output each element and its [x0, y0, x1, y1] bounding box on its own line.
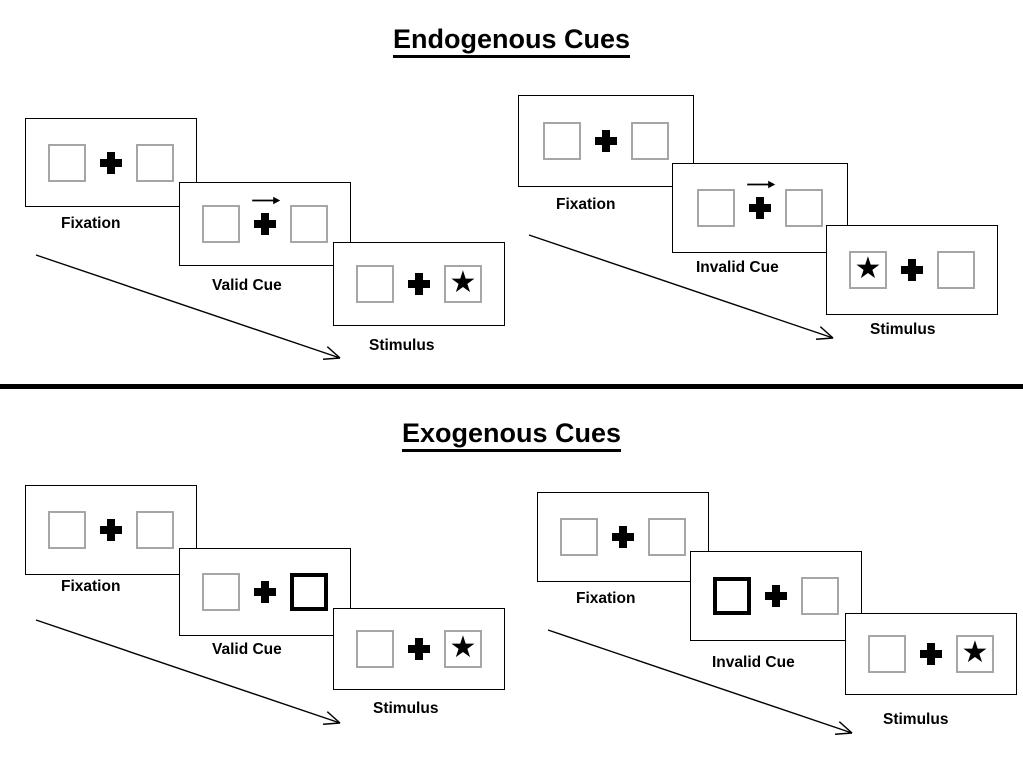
fixation-center [920, 643, 942, 665]
trial-frame-content: ★ [868, 635, 994, 673]
fixation-cross-icon [612, 526, 634, 548]
section-title-exogenous-text: Exogenous Cues [401, 418, 622, 452]
arrow-right-cue-icon [252, 196, 281, 205]
trial-frame-content: ★ [356, 265, 482, 303]
trial-frame-exogenous-invalid-1 [690, 551, 862, 641]
section-title-endogenous-text: Endogenous Cues [392, 24, 630, 58]
exogenous-valid-time-arrow [35, 619, 341, 725]
cue-box-highlighted-right [290, 573, 328, 611]
fixation-cross-icon [254, 581, 276, 603]
star-icon: ★ [449, 266, 477, 299]
fixation-cross-icon [100, 519, 122, 541]
section-title-exogenous: Exogenous Cues [0, 418, 1023, 452]
fixation-cross-icon [901, 259, 923, 281]
trial-frame-exogenous-invalid-0 [537, 492, 709, 582]
trial-frame-content [697, 180, 823, 227]
trial-frame-endogenous-valid-1 [179, 182, 351, 266]
fixation-cross-icon [749, 197, 771, 219]
trial-frame-exogenous-invalid-2: ★ [845, 613, 1017, 695]
fixation-center [254, 581, 276, 603]
trial-frame-content [543, 122, 669, 160]
section-divider [0, 384, 1023, 389]
trial-frame-content: ★ [849, 251, 975, 289]
trial-frame-endogenous-invalid-1 [672, 163, 848, 253]
placeholder-box-right [648, 518, 686, 556]
target-box-left: ★ [849, 251, 887, 289]
placeholder-box-left [48, 511, 86, 549]
trial-frame-exogenous-valid-2: ★ [333, 608, 505, 690]
frame-label-exogenous-valid-1: Valid Cue [212, 641, 282, 658]
target-box-right: ★ [444, 265, 482, 303]
trial-frame-content [48, 143, 174, 182]
fixation-center [100, 151, 122, 174]
fixation-cross-icon [254, 213, 276, 235]
trial-frame-content [202, 196, 328, 243]
trial-frame-content [713, 577, 839, 615]
trial-frame-content [560, 518, 686, 556]
exogenous-invalid-time-arrow [547, 629, 853, 735]
fixation-cross-icon [100, 151, 122, 174]
endogenous-valid-time-arrow [35, 254, 341, 360]
trial-frame-endogenous-invalid-2: ★ [826, 225, 998, 315]
fixation-center [408, 638, 430, 660]
star-icon: ★ [854, 252, 882, 285]
fixation-cross-icon [595, 130, 617, 152]
trial-frame-endogenous-invalid-0 [518, 95, 694, 187]
endogenous-invalid-time-arrow [528, 234, 834, 340]
fixation-center [100, 519, 122, 541]
placeholder-box-left [543, 122, 581, 160]
frame-label-endogenous-invalid-2: Stimulus [870, 321, 936, 338]
placeholder-box-right [801, 577, 839, 615]
cue-box-highlighted-left [713, 577, 751, 615]
fixation-center [595, 130, 617, 152]
fixation-cross-icon [408, 273, 430, 295]
fixation-center [252, 196, 281, 235]
section-title-endogenous: Endogenous Cues [0, 24, 1023, 58]
placeholder-box-left [202, 573, 240, 611]
frame-label-endogenous-valid-1: Valid Cue [212, 277, 282, 294]
placeholder-box-right [937, 251, 975, 289]
placeholder-box-left [356, 630, 394, 668]
frame-label-exogenous-valid-0: Fixation [61, 578, 121, 595]
fixation-cross-icon [408, 638, 430, 660]
placeholder-box-left [868, 635, 906, 673]
star-icon: ★ [449, 631, 477, 664]
trial-frame-endogenous-valid-2: ★ [333, 242, 505, 326]
fixation-cross-icon [765, 585, 787, 607]
placeholder-box-left [697, 189, 735, 227]
fixation-cross-icon [920, 643, 942, 665]
placeholder-box-right [631, 122, 669, 160]
frame-label-exogenous-invalid-0: Fixation [576, 590, 636, 607]
frame-label-endogenous-invalid-0: Fixation [556, 196, 616, 213]
arrow-right-cue-icon [747, 180, 776, 189]
trial-frame-content: ★ [356, 630, 482, 668]
trial-frame-exogenous-valid-0 [25, 485, 197, 575]
frame-label-exogenous-invalid-1: Invalid Cue [712, 654, 795, 671]
fixation-center [408, 273, 430, 295]
star-icon: ★ [961, 636, 989, 669]
target-box-right: ★ [444, 630, 482, 668]
fixation-center [901, 259, 923, 281]
fixation-center [765, 585, 787, 607]
target-box-right: ★ [956, 635, 994, 673]
placeholder-box-left [356, 265, 394, 303]
placeholder-box-left [560, 518, 598, 556]
fixation-center [747, 180, 776, 219]
placeholder-box-left [48, 143, 86, 182]
placeholder-box-right [785, 189, 823, 227]
trial-frame-endogenous-valid-0 [25, 118, 197, 207]
frame-label-endogenous-valid-0: Fixation [61, 215, 121, 232]
frame-label-endogenous-invalid-1: Invalid Cue [696, 259, 779, 276]
trial-frame-content [202, 573, 328, 611]
fixation-center [612, 526, 634, 548]
placeholder-box-right [136, 511, 174, 549]
frame-label-endogenous-valid-2: Stimulus [369, 337, 435, 354]
trial-frame-exogenous-valid-1 [179, 548, 351, 636]
frame-label-exogenous-invalid-2: Stimulus [883, 711, 949, 728]
placeholder-box-right [290, 205, 328, 243]
trial-frame-content [48, 511, 174, 549]
placeholder-box-left [202, 205, 240, 243]
placeholder-box-right [136, 143, 174, 182]
frame-label-exogenous-valid-2: Stimulus [373, 700, 439, 717]
